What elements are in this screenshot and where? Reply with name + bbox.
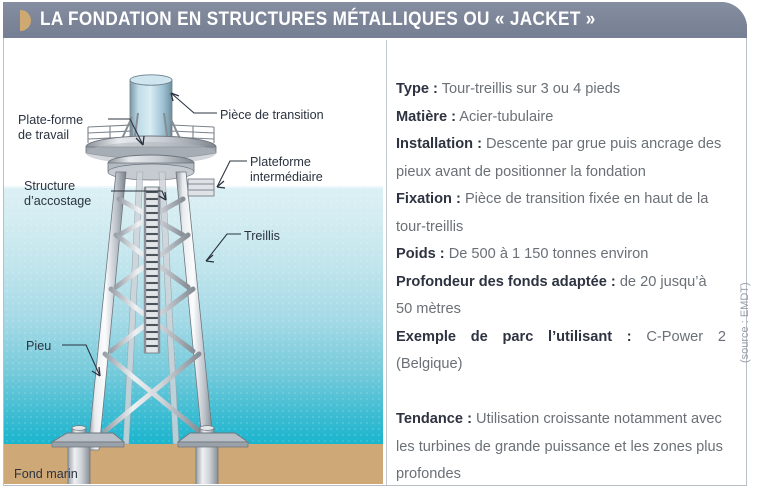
spec-value: Tour-treillis sur 3 ou 4 pieds xyxy=(441,81,621,97)
spec-value: Utilisation croissante notamment avec le… xyxy=(396,411,723,482)
panel-divider xyxy=(386,40,387,485)
label-fond-marin: Fond marin xyxy=(14,467,78,481)
label-plate-forme-de-travail: Plate-forme de travail xyxy=(18,113,83,143)
transition-piece-part xyxy=(129,74,173,141)
seabed-region xyxy=(4,444,383,484)
header-background xyxy=(3,2,747,38)
spec-key: Type : xyxy=(396,81,438,97)
specifications-panel: Type : Tour-treillis sur 3 ou 4 pieds Ma… xyxy=(396,76,726,489)
source-credit: (source : EMDT) xyxy=(739,282,751,363)
spec-row-installation: Installation : Descente par grue puis an… xyxy=(396,131,726,186)
piles-part xyxy=(50,425,250,484)
spec-value: Pièce de transition fixée en haut de la … xyxy=(396,191,709,235)
spec-key: Profondeur des fonds adaptée : xyxy=(396,273,616,290)
spec-value: C-Power 2 (Belgique) xyxy=(396,328,726,373)
spec-key: Fixation : xyxy=(396,191,461,207)
spec-row-tendance: Tendance : Utilisation croissante notamm… xyxy=(396,406,726,489)
label-pieu: Pieu xyxy=(26,339,52,353)
label-line-2: d’accostage xyxy=(24,194,92,208)
label-treillis: Treillis xyxy=(244,229,280,243)
label-line-2: intermédiaire xyxy=(250,170,323,184)
label-plateforme-intermediaire: Plateforme intermédiaire xyxy=(250,155,323,185)
spec-row-profondeur: Profondeur des fonds adaptée : de 20 jus… xyxy=(396,269,726,324)
triangle-bullet-icon xyxy=(20,10,31,31)
label-piece-de-transition: Pièce de transition xyxy=(220,108,324,122)
callout-leader-lines xyxy=(62,92,247,377)
label-line-1: Plateforme xyxy=(250,155,311,169)
page-title: LA FONDATION EN STRUCTURES MÉTALLIQUES O… xyxy=(40,8,596,30)
spec-value: de 20 jusqu’à 50 mètres xyxy=(396,273,707,318)
spec-key: Poids : xyxy=(396,246,445,262)
spec-key: Matière : xyxy=(396,108,457,125)
spec-row-fixation: Fixation : Pièce de transition fixée en … xyxy=(396,186,726,241)
spec-value: De 500 à 1 150 tonnes environ xyxy=(448,246,649,262)
spec-row-poids: Poids : De 500 à 1 150 tonnes environ xyxy=(396,241,726,269)
label-line-1: Structure xyxy=(24,179,76,193)
jacket-structure-drawing xyxy=(50,74,250,484)
intermediate-platform-part xyxy=(187,178,215,197)
spec-row-matiere: Matière : Acier-tubulaire xyxy=(396,104,726,132)
spec-row-exemple: Exemple de parc l’utilisant : C-Power 2 … xyxy=(396,324,726,407)
spec-value: Descente par grue puis ancrage des pieux… xyxy=(396,136,722,180)
spec-value: Acier-tubulaire xyxy=(459,108,554,125)
sea-water-region xyxy=(4,186,383,447)
label-line-1: Plate-forme xyxy=(18,113,84,127)
label-structure-daccostage: Structure d’accostage xyxy=(24,179,91,209)
card-header: LA FONDATION EN STRUCTURES MÉTALLIQUES O… xyxy=(3,2,747,38)
work-platform-part xyxy=(85,112,217,181)
label-line-2: de travail xyxy=(18,128,70,142)
spec-key: Tendance : xyxy=(396,411,472,427)
spec-key: Exemple de parc l’utilisant : xyxy=(396,328,632,345)
diagram-illustration: Plate-forme de travail Structure d’accos… xyxy=(4,39,383,484)
boat-landing-ladder-part xyxy=(143,186,161,354)
spec-key: Installation : xyxy=(396,136,482,152)
spec-row-type: Type : Tour-treillis sur 3 ou 4 pieds xyxy=(396,76,726,104)
